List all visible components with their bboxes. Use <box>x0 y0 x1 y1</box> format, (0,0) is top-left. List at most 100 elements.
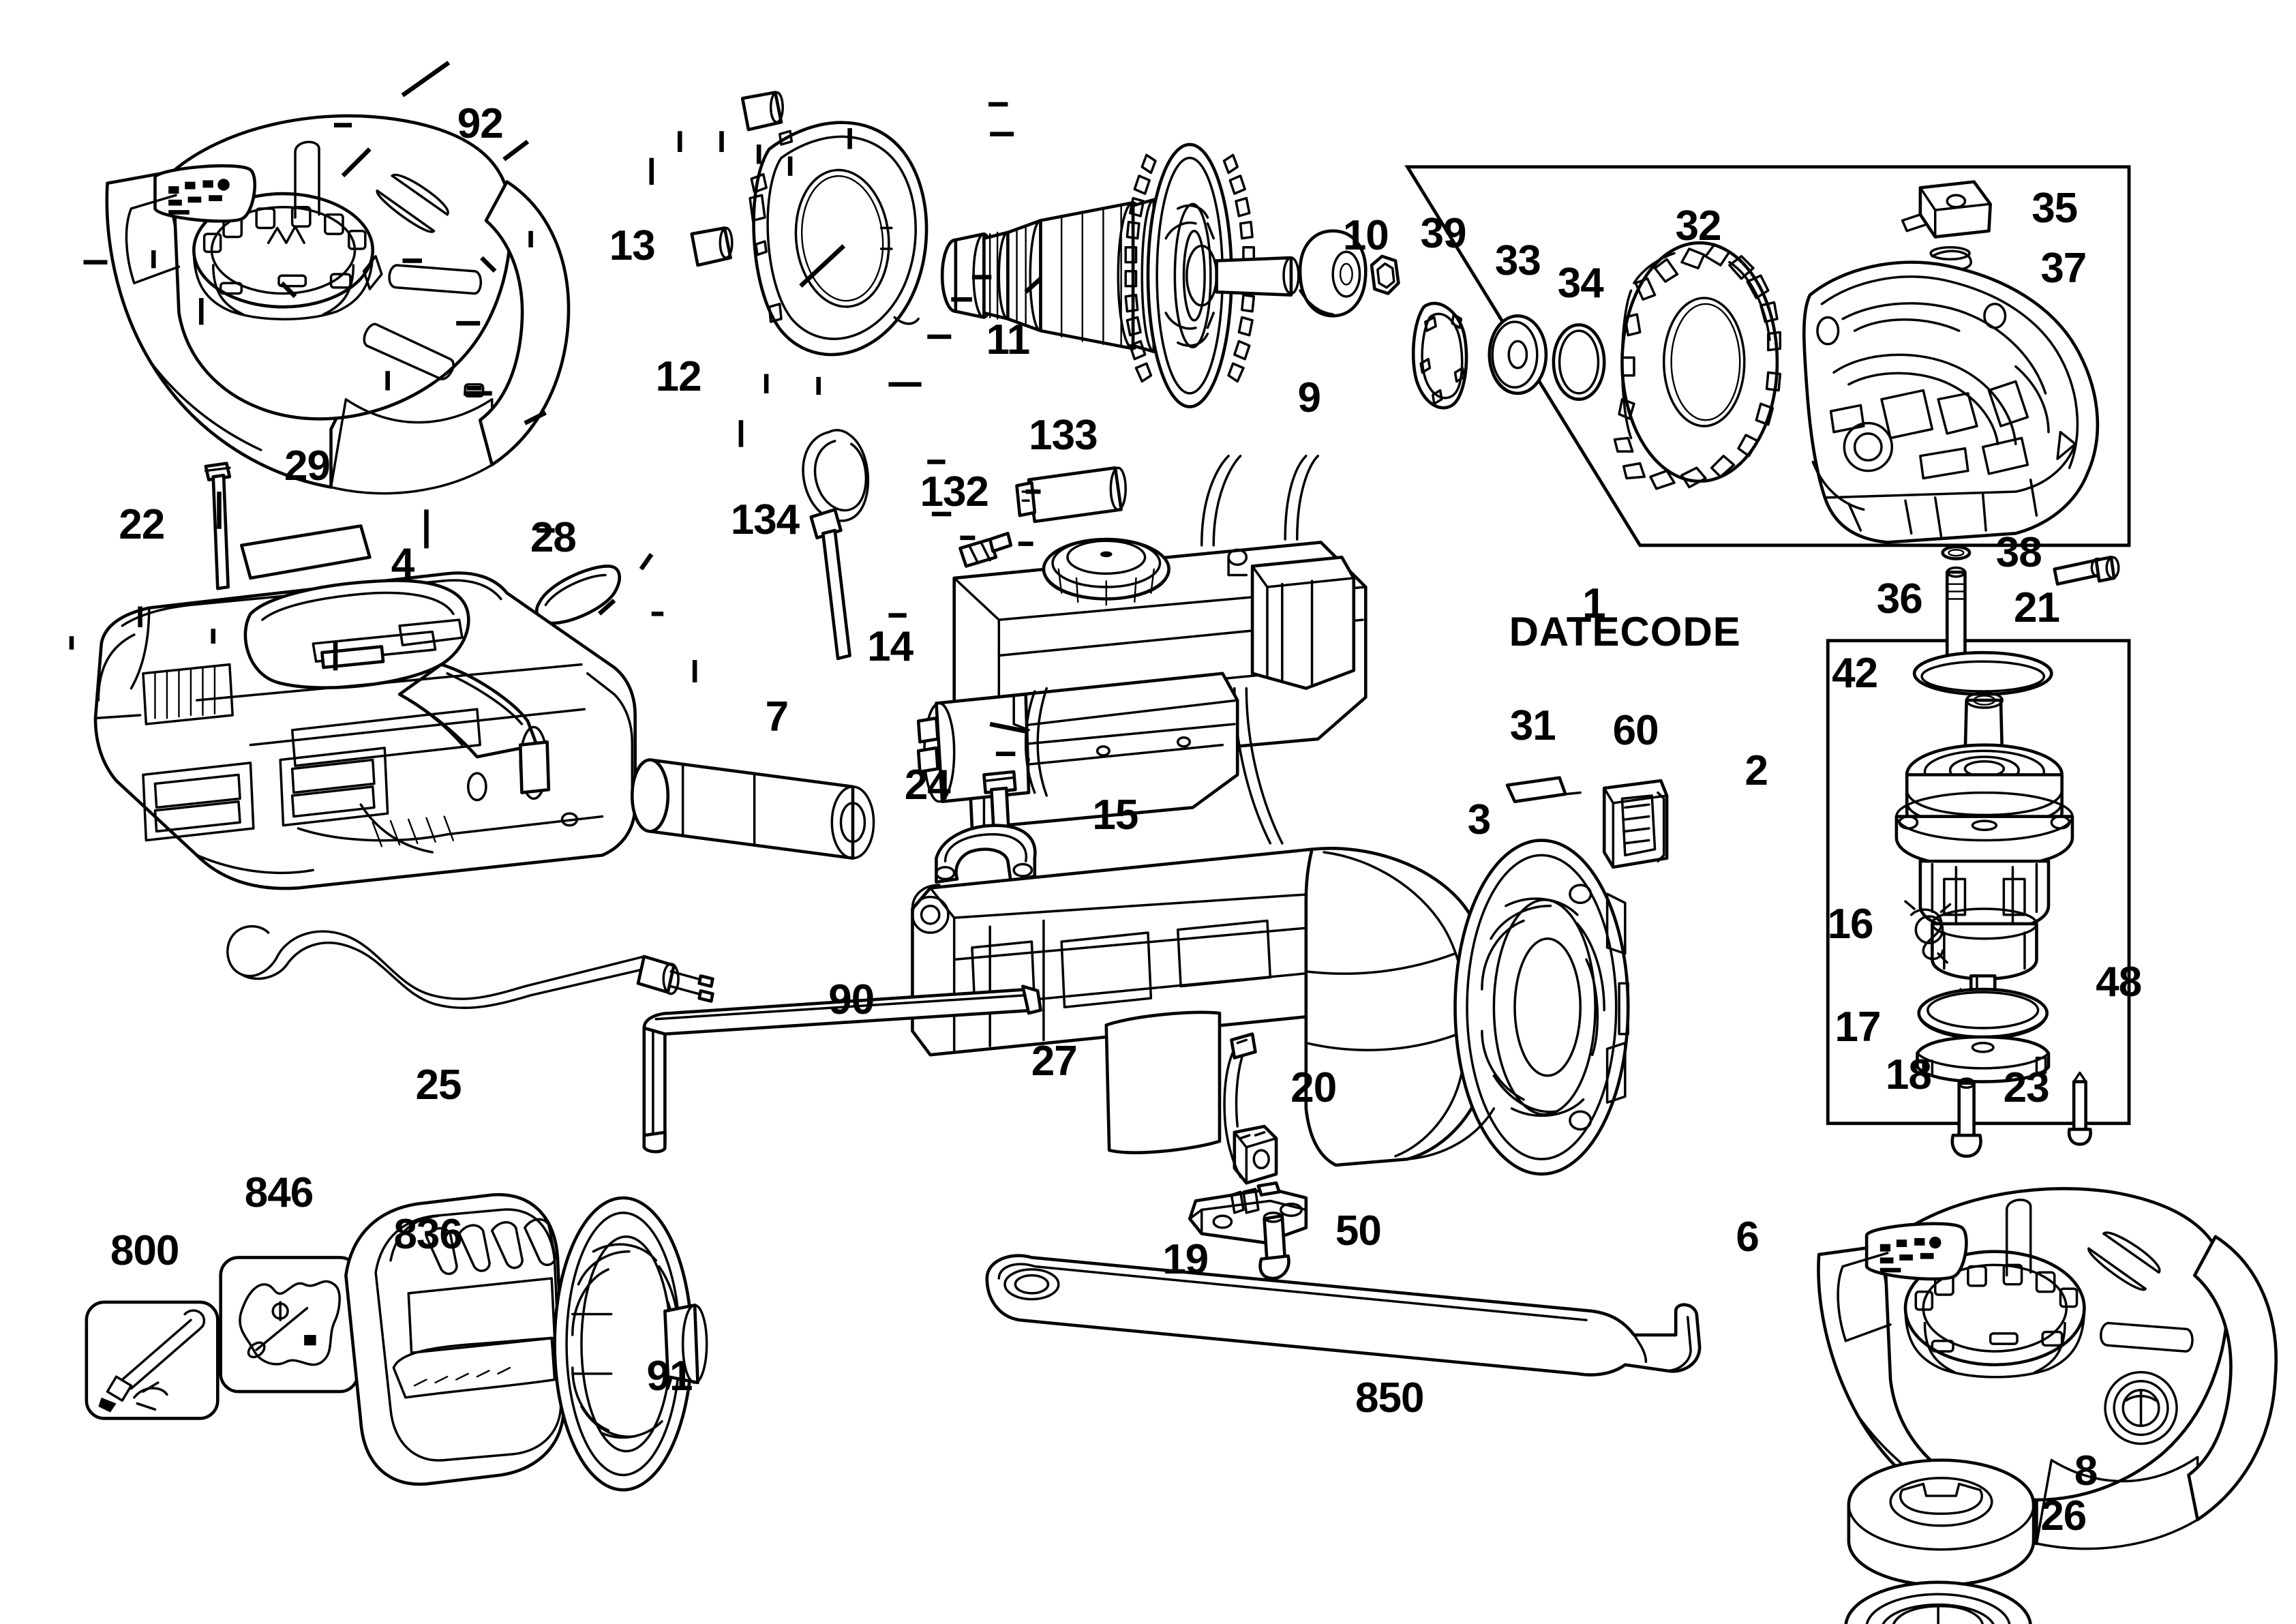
callout-21: 21 <box>2013 584 2060 632</box>
callout-15: 15 <box>1092 792 1138 839</box>
callout-836: 836 <box>393 1210 462 1258</box>
part-4-motor-housing <box>93 571 637 890</box>
callout-31: 31 <box>1509 702 1556 750</box>
part-21-screw <box>2053 556 2120 586</box>
callout-90: 90 <box>828 976 875 1024</box>
callout-14: 14 <box>867 623 913 671</box>
callout-17: 17 <box>1834 1003 1882 1051</box>
callout-7: 7 <box>765 693 789 740</box>
part-20-brush-holder <box>1223 1032 1278 1185</box>
callout-92: 92 <box>457 100 504 147</box>
callout-9: 9 <box>1297 374 1320 421</box>
callout-32: 32 <box>1675 202 1722 250</box>
callout-29: 29 <box>284 442 331 490</box>
part-14-switch-module <box>916 454 1368 845</box>
callout-133: 133 <box>1029 411 1098 459</box>
callout-3: 3 <box>1467 796 1491 843</box>
part-13-bushing-lower <box>690 226 734 267</box>
part-1-gear-case <box>1802 260 2100 544</box>
part-850-spanner-wrench <box>985 1254 1702 1377</box>
callout-19: 19 <box>1162 1235 1209 1283</box>
part-12-baffle <box>749 121 928 357</box>
callout-28: 28 <box>530 514 577 562</box>
part-133-capacitor <box>1015 466 1127 524</box>
callout-846: 846 <box>244 1169 314 1216</box>
callout-4: 4 <box>391 539 414 587</box>
part-23-pin <box>2067 1071 2092 1146</box>
callout-60: 60 <box>1612 706 1659 754</box>
part-3-field-housing <box>911 839 1630 1176</box>
callout-34: 34 <box>1557 259 1604 307</box>
callout-48: 48 <box>2096 959 2142 1006</box>
callout-1: 1 <box>1582 580 1605 627</box>
part-6-guard <box>1817 1187 2278 1550</box>
part-26-clamp-nut <box>1844 1580 2032 1624</box>
part-15-cord-clamp <box>935 824 1037 884</box>
datecode-note: DATECODE <box>1509 609 1741 655</box>
callout-50: 50 <box>1335 1207 1382 1255</box>
part-9-bearing <box>1298 229 1368 318</box>
part-29-nameplate <box>239 524 372 580</box>
part-8-inner-flange <box>1847 1458 2036 1587</box>
gearcase-assembly-box <box>1826 639 2131 1126</box>
part-34-oring <box>1552 323 1606 401</box>
callout-11: 11 <box>986 316 1031 363</box>
callout-18: 18 <box>1885 1051 1932 1098</box>
callout-38: 38 <box>1995 529 2042 577</box>
part-25-power-cord <box>226 924 714 1010</box>
callout-37: 37 <box>2040 244 2087 292</box>
callout-42: 42 <box>1832 650 1878 697</box>
callout-36: 36 <box>1876 575 1923 623</box>
callout-6: 6 <box>1736 1214 1759 1261</box>
callout-2: 2 <box>1744 747 1768 794</box>
callout-22: 22 <box>119 500 165 548</box>
callout-8: 8 <box>2074 1447 2098 1495</box>
part-35-spindle-lock-button <box>1901 180 1992 239</box>
part-39-retaining-ring <box>1411 301 1468 410</box>
part-32-fan <box>1613 241 1782 490</box>
part-27-label <box>1104 1010 1222 1154</box>
callout-91: 91 <box>646 1352 693 1400</box>
part-48-retaining-ring <box>1917 987 2049 1040</box>
callout-23: 23 <box>2003 1064 2050 1112</box>
part-13-bushing-upper <box>740 91 784 132</box>
part-846-hardware-kit-icon <box>219 1256 360 1394</box>
callout-35: 35 <box>2031 185 2078 232</box>
part-10-nut <box>1370 254 1400 295</box>
callout-12: 12 <box>655 353 702 401</box>
part-11-armature <box>940 142 1300 408</box>
part-33-washer <box>1487 314 1548 395</box>
part-19-brush-cap <box>1188 1181 1308 1244</box>
part-31-shim <box>1505 776 1582 803</box>
part-17-lock-plate <box>1916 1035 2051 1083</box>
part-16-torsion-spring <box>1904 900 1952 964</box>
part-91-side-handle <box>344 1193 708 1492</box>
part-50-screw <box>1258 1212 1290 1280</box>
callout-26: 26 <box>2040 1492 2087 1540</box>
callout-134: 134 <box>730 496 800 544</box>
part-38-oring-small <box>1941 545 1972 560</box>
callout-20: 20 <box>1290 1064 1337 1112</box>
callout-13: 13 <box>609 222 656 269</box>
part-134-cable-tie <box>802 429 870 661</box>
part-60-brush-assembly <box>1602 779 1669 869</box>
part-132-terminal <box>958 532 1013 568</box>
callout-39: 39 <box>1420 210 1467 258</box>
part-42-oring-large <box>1912 650 2053 696</box>
callout-132: 132 <box>920 468 988 515</box>
callout-850: 850 <box>1355 1374 1424 1422</box>
part-90-hex-key <box>642 984 1042 1154</box>
callout-10: 10 <box>1342 211 1389 259</box>
callout-25: 25 <box>415 1062 462 1109</box>
callout-24: 24 <box>904 762 951 809</box>
part-92-wheel-guard <box>105 114 571 495</box>
callout-33: 33 <box>1494 237 1541 284</box>
callout-leader-lines <box>69 61 1042 757</box>
callout-16: 16 <box>1827 900 1874 948</box>
part-18-screw <box>1950 1077 1982 1158</box>
callout-800: 800 <box>110 1227 179 1274</box>
part-800-service-kit-icon <box>85 1300 220 1420</box>
motor-housing-assembly-box <box>1404 165 2131 547</box>
